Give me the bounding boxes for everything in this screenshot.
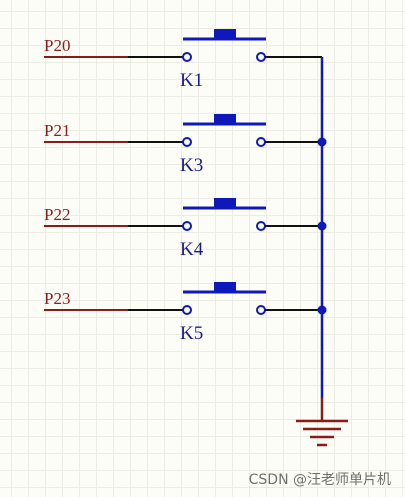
switch-pin-left xyxy=(182,52,192,62)
key-label-k1: K1 xyxy=(180,70,203,91)
switch-cap xyxy=(214,198,236,208)
switch-pin-left xyxy=(182,137,192,147)
switch-cap xyxy=(214,282,236,292)
switch-pin-left xyxy=(182,305,192,315)
switch-pin-right xyxy=(256,305,266,315)
switch-pin-right xyxy=(256,52,266,62)
key-label-k5: K5 xyxy=(180,323,203,344)
key-label-k3: K3 xyxy=(180,155,203,176)
net-label-p20: P20 xyxy=(44,36,70,55)
key-label-k4: K4 xyxy=(180,239,204,260)
switch-pin-left xyxy=(182,221,192,231)
net-label-p23: P23 xyxy=(44,289,70,308)
switch-pin-right xyxy=(256,221,266,231)
switch-cap xyxy=(214,29,236,39)
watermark: CSDN @汪老师单片机 xyxy=(248,472,391,488)
switch-cap xyxy=(214,114,236,124)
net-label-p22: P22 xyxy=(44,205,70,224)
switch-pin-right xyxy=(256,137,266,147)
net-label-p21: P21 xyxy=(44,121,70,140)
